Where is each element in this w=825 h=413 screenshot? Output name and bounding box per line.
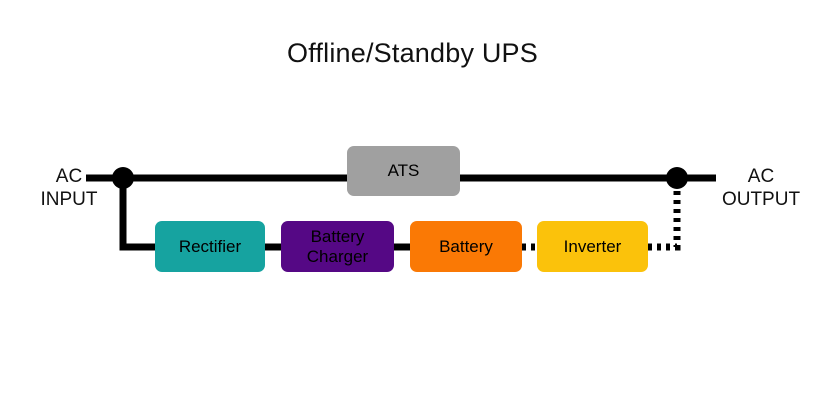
block-ats[interactable]: ATS	[347, 146, 460, 196]
block-battery-charger[interactable]: Battery Charger	[281, 221, 394, 272]
block-rectifier[interactable]: Rectifier	[155, 221, 265, 272]
block-battery[interactable]: Battery	[410, 221, 522, 272]
wire-input-to-rectifier	[119, 178, 155, 251]
ac-output-label: AC OUTPUT	[721, 166, 801, 210]
page-title: Offline/Standby UPS	[287, 38, 538, 68]
input-junction-dot	[112, 167, 134, 189]
block-inverter[interactable]: Inverter	[537, 221, 648, 272]
ac-input-label: AC INPUT	[40, 166, 98, 210]
wire-inverter-to-output	[648, 178, 681, 251]
output-junction-dot	[666, 167, 688, 189]
